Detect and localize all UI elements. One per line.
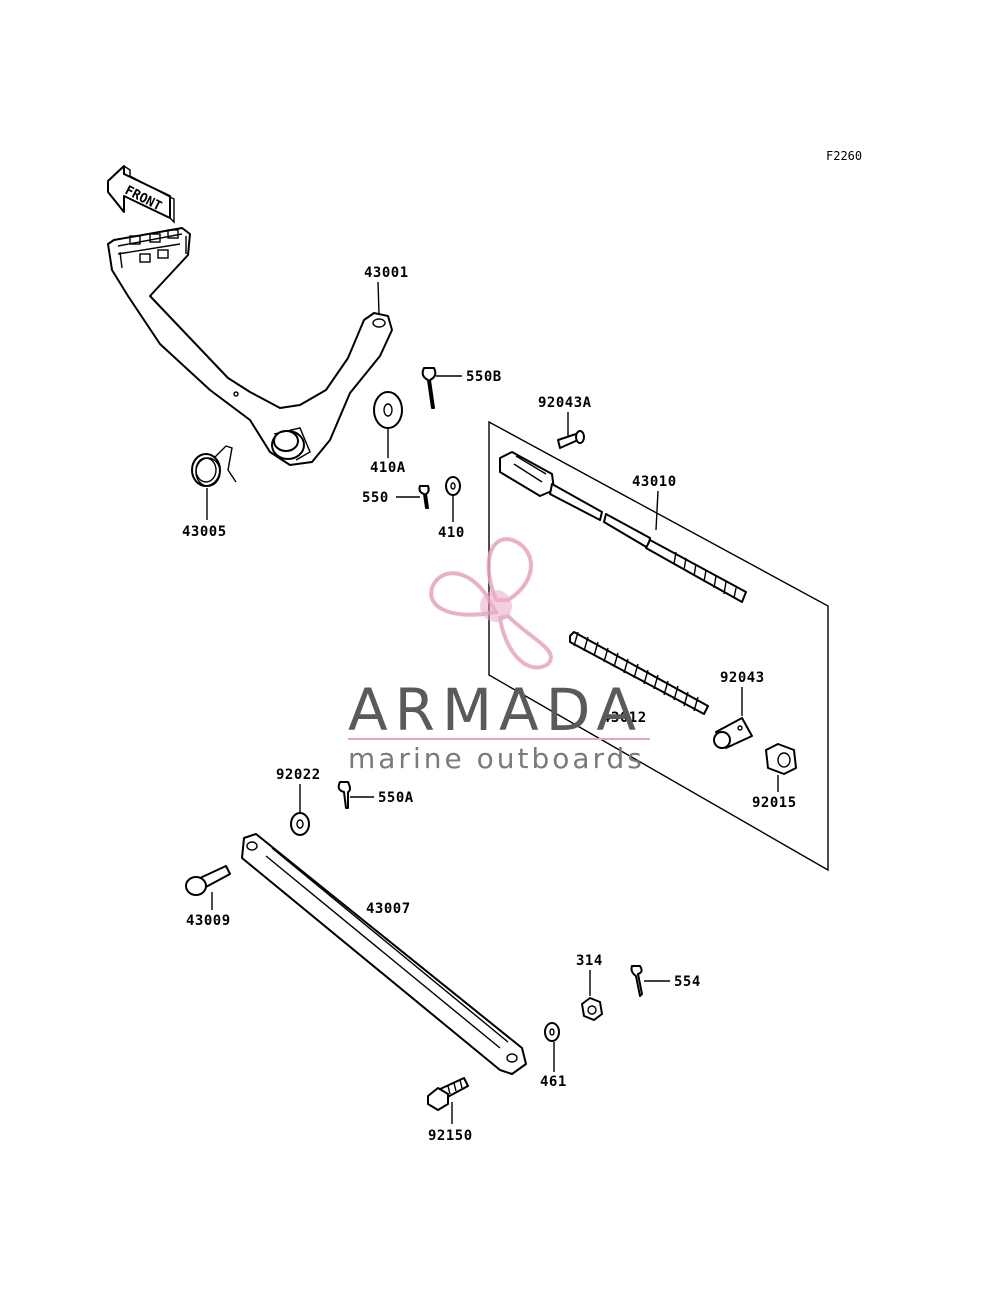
propeller-icon: [429, 537, 553, 670]
pin-92043-icon[interactable]: [713, 717, 753, 749]
label-410a: 410A: [370, 460, 406, 476]
watermark-tagline: marine outboards: [348, 742, 645, 775]
pin-92043a-icon[interactable]: [557, 430, 585, 449]
label-43012: 43012: [602, 710, 647, 726]
label-314: 314: [576, 953, 603, 969]
brake-pedal-43001[interactable]: [107, 227, 393, 466]
brake-link-43007-icon[interactable]: [241, 833, 527, 1075]
washer-410a-icon[interactable]: [373, 391, 403, 429]
label-43001: 43001: [364, 265, 409, 281]
label-92022: 92022: [276, 767, 321, 783]
nut-314-icon[interactable]: [581, 997, 603, 1021]
armada-watermark: ARMADA marine outboards: [348, 537, 650, 775]
cotter-pin-554-icon[interactable]: [630, 965, 643, 997]
bolt-43009-icon[interactable]: [185, 865, 231, 896]
watermark-brand: ARMADA: [348, 676, 643, 744]
nut-92015-icon[interactable]: [765, 743, 797, 775]
cotter-pin-550-icon[interactable]: [418, 485, 430, 509]
brake-rod-43010-icon[interactable]: [499, 451, 747, 603]
label-92043a: 92043A: [538, 395, 592, 411]
label-550b: 550B: [466, 369, 502, 385]
label-461: 461: [540, 1074, 567, 1090]
coil-spring-43012-icon[interactable]: [569, 631, 709, 715]
label-43009: 43009: [186, 913, 231, 929]
cotter-pin-550a-icon[interactable]: [337, 781, 351, 809]
washer-92022-icon[interactable]: [290, 812, 310, 836]
label-92043: 92043: [720, 670, 765, 686]
label-92015: 92015: [752, 795, 797, 811]
label-43007: 43007: [366, 901, 411, 917]
label-554: 554: [674, 974, 701, 990]
torsion-spring-43005-icon[interactable]: [191, 445, 237, 487]
front-arrow-icon: FRONT: [107, 165, 175, 224]
label-410: 410: [438, 525, 465, 541]
label-92150: 92150: [428, 1128, 473, 1144]
figure-code: F2260: [826, 149, 862, 163]
label-550a: 550A: [378, 790, 414, 806]
cotter-pin-550b-icon[interactable]: [421, 367, 437, 409]
washer-461-icon[interactable]: [544, 1022, 560, 1042]
washer-410-icon[interactable]: [445, 476, 461, 496]
bolt-92150-icon[interactable]: [427, 1077, 469, 1111]
label-43010: 43010: [632, 474, 677, 490]
label-550: 550: [362, 490, 389, 506]
kit-box: [488, 420, 829, 872]
label-43005: 43005: [182, 524, 227, 540]
